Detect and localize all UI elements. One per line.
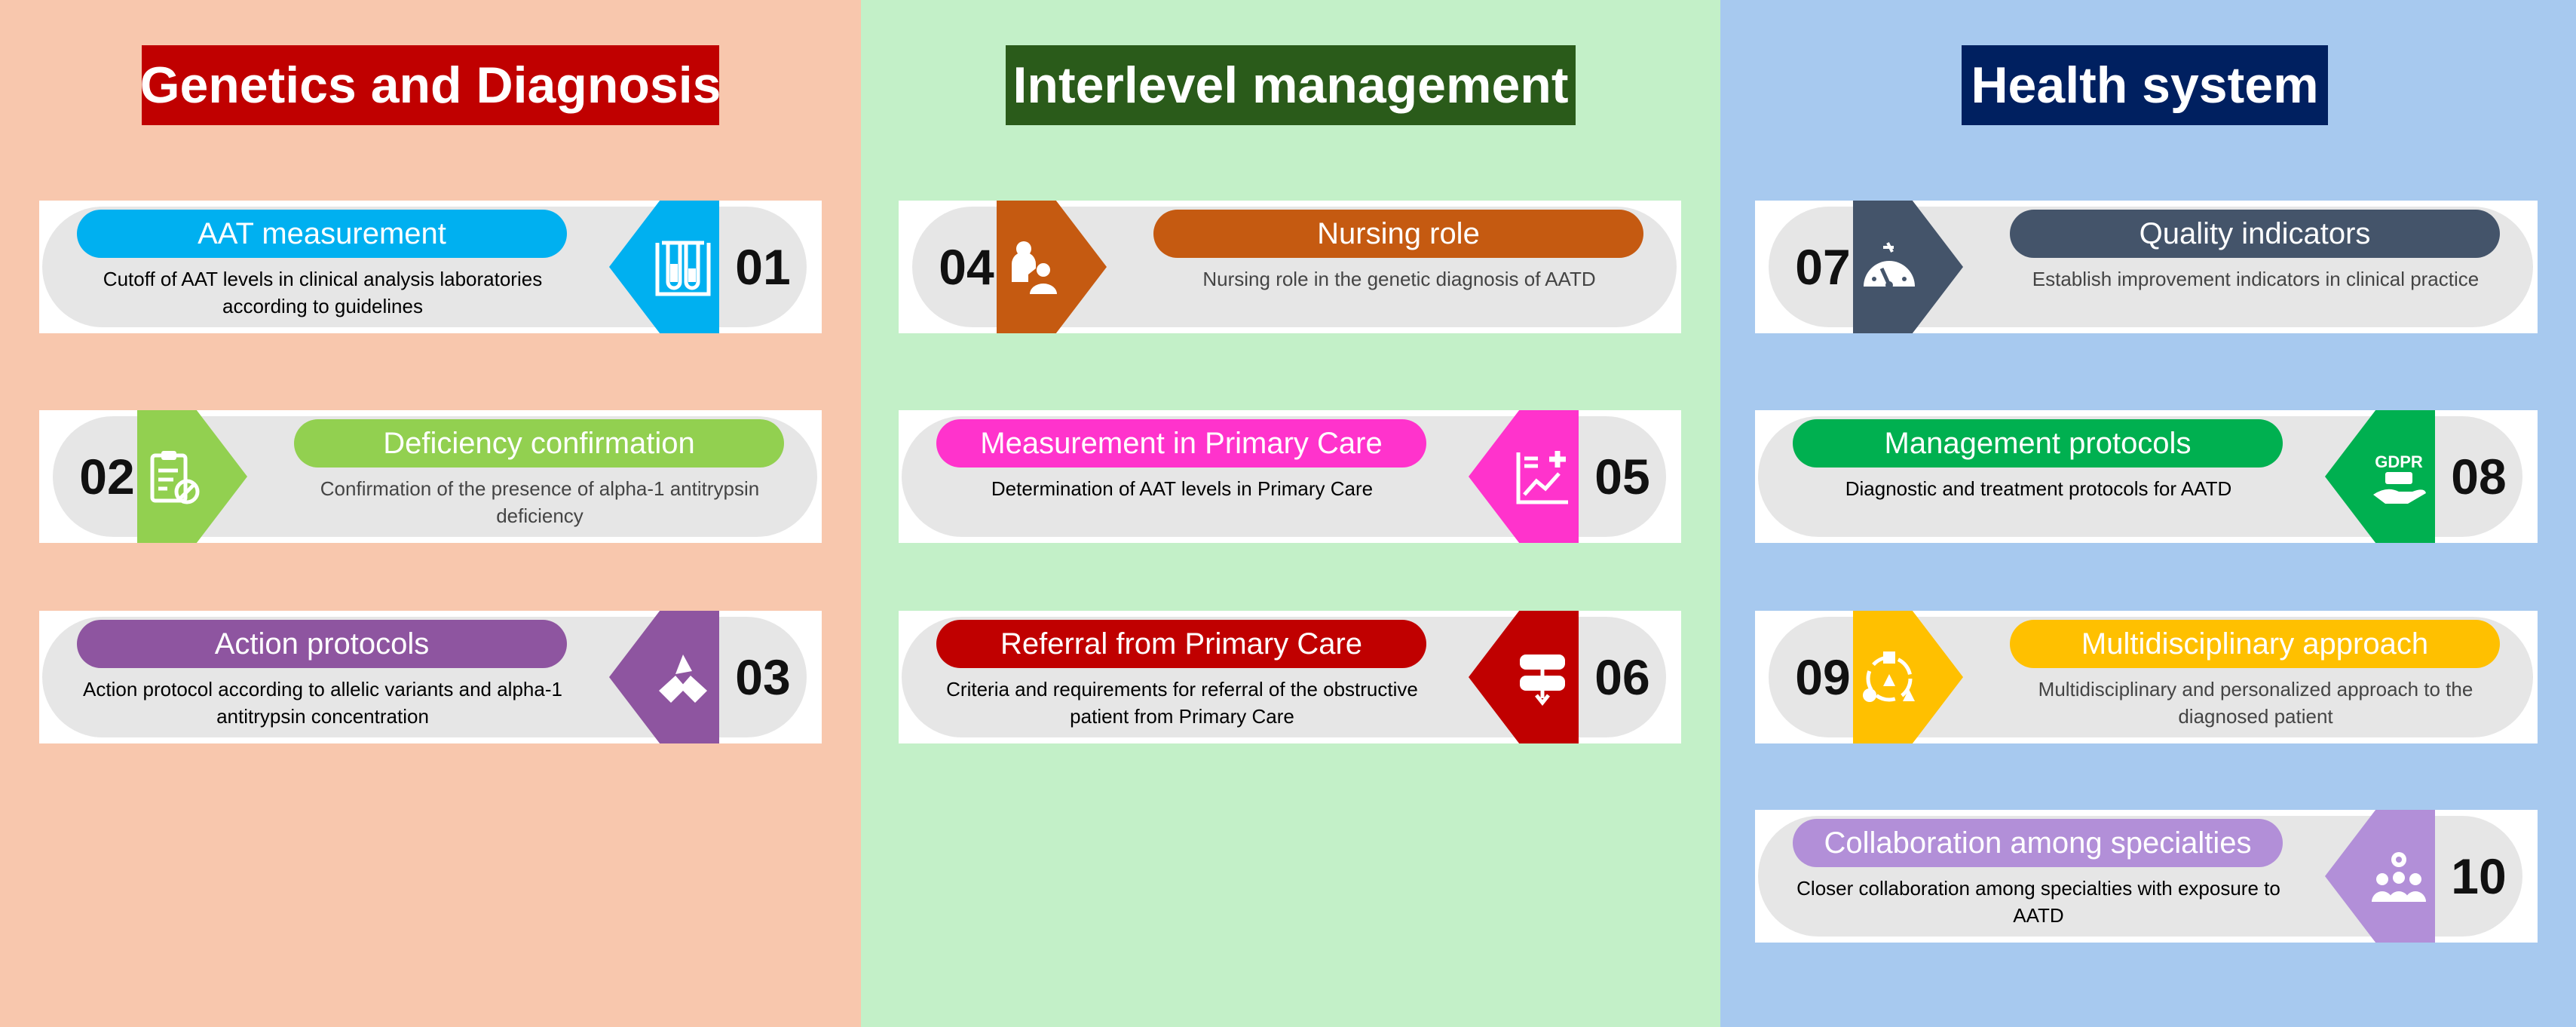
card-10: 10 Collaboration among specialties Close… [1755, 810, 2538, 943]
card-label: Collaboration among specialties [1793, 819, 2283, 867]
card-02: 02 Deficiency confirmation Confirmation … [39, 410, 822, 543]
card-number: 03 [735, 649, 791, 705]
teamwork-hands-icon [659, 655, 707, 703]
card-05: 05 Measurement in Primary Care Determina… [899, 410, 1681, 543]
card-label: Nursing role [1153, 210, 1643, 258]
multidisciplinary-icon [1863, 651, 1915, 702]
card-description: Criteria and requirements for referral o… [946, 678, 1418, 728]
card-number: 01 [735, 239, 791, 295]
card-description: Establish improvement indicators in clin… [2032, 268, 2480, 290]
card-label: Deficiency confirmation [294, 419, 784, 468]
referral-arrow-icon [1520, 655, 1565, 707]
collaboration-team-icon [2372, 852, 2426, 902]
card-label: Quality indicators [2010, 210, 2500, 258]
gdpr-text: GDPR [2375, 452, 2423, 471]
card-06: 06 Referral from Primary Care Criteria a… [899, 611, 1681, 743]
card-number: 07 [1795, 239, 1851, 295]
card-description: Confirmation of the presence of alpha-1 … [320, 477, 760, 527]
card-description: Determination of AAT levels in Primary C… [991, 477, 1374, 500]
card-number: 08 [2451, 449, 2507, 504]
gdpr-hand-icon: GDPR [2373, 452, 2426, 504]
card-number: 02 [79, 449, 135, 504]
gauge-icon [1864, 242, 1915, 289]
column-interlevel-management: Interlevel management 04 Nursing role Nu… [861, 0, 1720, 1027]
nurse-patient-icon [1012, 241, 1057, 294]
card-description: Action protocol according to allelic var… [83, 678, 562, 728]
card-01: 01 AAT measurement Cutoff of AAT levels … [39, 201, 822, 333]
card-number: 09 [1795, 649, 1851, 705]
card-07: 07 Quality indicators Establish improvem… [1755, 201, 2538, 333]
card-03: 03 Action protocols Action protocol acco… [39, 611, 822, 743]
card-label: Referral from Primary Care [936, 620, 1426, 668]
card-number: 06 [1594, 649, 1650, 705]
card-09: 09 Multidisciplinary approach Multidisci… [1755, 611, 2538, 743]
column-title: Interlevel management [1006, 45, 1576, 125]
card-label: AAT measurement [77, 210, 567, 258]
card-number: 05 [1594, 449, 1650, 504]
test-tubes-icon [655, 241, 711, 296]
column-health-system: Health system 07 Quality indicators Esta… [1720, 0, 2576, 1027]
column-genetics-diagnosis: Genetics and Diagnosis 01 AAT measuremen… [0, 0, 861, 1027]
card-description: Multidisciplinary and personalized appro… [2038, 678, 2473, 728]
card-number: 10 [2451, 848, 2507, 904]
medical-chart-icon [1516, 451, 1568, 504]
card-label: Multidisciplinary approach [2010, 620, 2500, 668]
card-label: Management protocols [1793, 419, 2283, 468]
card-description: Nursing role in the genetic diagnosis of… [1202, 268, 1596, 290]
card-04: 04 Nursing role Nursing role in the gene… [899, 201, 1681, 333]
column-title: Genetics and Diagnosis [140, 45, 721, 125]
card-label: Measurement in Primary Care [936, 419, 1426, 468]
clipboard-icon [150, 451, 200, 504]
card-icon-badge [1853, 201, 1963, 333]
card-description: Closer collaboration among specialties w… [1796, 877, 2280, 927]
column-title: Health system [1962, 45, 2328, 125]
card-number: 04 [939, 239, 994, 295]
card-label: Action protocols [77, 620, 567, 668]
card-08: GDPR 08 Management protocols Diagnostic … [1755, 410, 2538, 543]
card-description: Cutoff of AAT levels in clinical analysi… [103, 268, 543, 317]
card-description: Diagnostic and treatment protocols for A… [1845, 477, 2232, 500]
